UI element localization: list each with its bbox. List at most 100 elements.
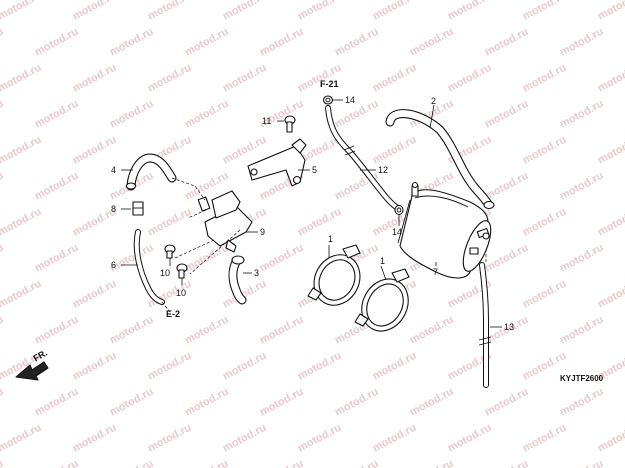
watermark-text: motod.ru bbox=[521, 206, 569, 239]
watermark-text: motod.ru bbox=[483, 242, 531, 275]
callout-12: 12 bbox=[378, 165, 388, 175]
watermark-text: motod.ru bbox=[558, 314, 606, 347]
watermark-text: motod.ru bbox=[558, 242, 606, 275]
watermark-text: motod.ru bbox=[146, 62, 194, 95]
watermark-text: motod.ru bbox=[446, 422, 494, 455]
watermark-text: motod.ru bbox=[0, 206, 44, 239]
watermark-text: motod.ru bbox=[258, 314, 306, 347]
callout-11: 11 bbox=[262, 116, 271, 126]
watermark-text: motod.ru bbox=[408, 458, 456, 468]
watermark-text: motod.ru bbox=[521, 62, 569, 95]
part-7-canister bbox=[397, 181, 492, 279]
watermark-text: motod.ru bbox=[521, 422, 569, 455]
watermark-text: motod.ru bbox=[558, 386, 606, 419]
watermark-text: motod.ru bbox=[0, 170, 6, 203]
callout-3: 3 bbox=[254, 268, 259, 278]
part-14-clip-lower bbox=[394, 204, 404, 226]
part-14-clip-upper bbox=[322, 95, 343, 105]
part-1-strap-right bbox=[354, 265, 410, 332]
watermark-text: motod.ru bbox=[108, 314, 156, 347]
watermark-text: motod.ru bbox=[0, 0, 44, 23]
watermark-text: motod.ru bbox=[221, 0, 269, 23]
callout-10b: 10 bbox=[176, 288, 186, 298]
watermark-text: motod.ru bbox=[371, 0, 419, 23]
watermark-text: motod.ru bbox=[108, 98, 156, 131]
part-13-hose bbox=[478, 254, 502, 388]
watermark-text: motod.ru bbox=[33, 170, 81, 203]
callout-6: 6 bbox=[111, 260, 116, 270]
watermark-text: motod.ru bbox=[71, 62, 119, 95]
watermark-text: motod.ru bbox=[596, 206, 625, 239]
labels: F-21 E-2 FR. KYJTF2600 1 1 2 3 4 5 6 7 8… bbox=[32, 79, 604, 383]
watermark-text: motod.ru bbox=[71, 422, 119, 455]
watermark-text: motod.ru bbox=[483, 26, 531, 59]
callout-5: 5 bbox=[312, 165, 317, 175]
watermark-text: motod.ru bbox=[146, 0, 194, 23]
callout-13: 13 bbox=[504, 322, 514, 332]
watermark-text: motod.ru bbox=[521, 134, 569, 167]
watermark-text: motod.ru bbox=[333, 98, 381, 131]
watermark-text: motod.ru bbox=[296, 422, 344, 455]
watermark-text: motod.ru bbox=[221, 350, 269, 383]
watermark-text: motod.ru bbox=[371, 422, 419, 455]
callout-10a: 10 bbox=[160, 268, 170, 278]
watermark-text: motod.ru bbox=[183, 26, 231, 59]
watermark-text: motod.ru bbox=[0, 314, 6, 347]
part-9-purge-valve bbox=[174, 190, 258, 275]
watermark-text: motod.ru bbox=[221, 422, 269, 455]
callout-2: 2 bbox=[431, 96, 436, 106]
watermark-text: motod.ru bbox=[521, 278, 569, 311]
watermark-text: motod.ru bbox=[71, 134, 119, 167]
watermark-text: motod.ru bbox=[146, 206, 194, 239]
part-1-strap-left bbox=[307, 244, 361, 306]
part-5-bracket bbox=[247, 138, 310, 187]
watermark-text: motod.ru bbox=[183, 242, 231, 275]
ref-f21[interactable]: F-21 bbox=[320, 79, 339, 89]
watermark-text: motod.ru bbox=[0, 134, 44, 167]
watermark-text: motod.ru bbox=[33, 242, 81, 275]
watermark-text: motod.ru bbox=[0, 242, 6, 275]
watermark-text: motod.ru bbox=[183, 98, 231, 131]
part-2-hose bbox=[385, 104, 495, 210]
watermark-text: motod.ru bbox=[596, 134, 625, 167]
ref-e2[interactable]: E-2 bbox=[166, 309, 180, 319]
watermark-text: motod.ru bbox=[0, 386, 6, 419]
watermark-text: motod.ru bbox=[108, 26, 156, 59]
watermark-text: motod.ru bbox=[33, 98, 81, 131]
callout-14a: 14 bbox=[345, 95, 355, 105]
part-6-hose bbox=[121, 229, 171, 313]
watermark-text: motod.ru bbox=[521, 0, 569, 23]
watermark-text: motod.ru bbox=[221, 278, 269, 311]
watermark-text: motod.ru bbox=[221, 62, 269, 95]
watermark-text: motod.ru bbox=[146, 350, 194, 383]
watermark-text: motod.ru bbox=[0, 98, 6, 131]
part-4-hose bbox=[121, 153, 206, 201]
watermark-text: motod.ru bbox=[0, 278, 44, 311]
callout-8: 8 bbox=[111, 204, 116, 214]
watermark-text: motod.ru bbox=[258, 458, 306, 468]
watermark-text: motod.ru bbox=[0, 26, 6, 59]
watermark-text: motod.ru bbox=[596, 278, 625, 311]
watermark-text: motod.ru bbox=[596, 62, 625, 95]
part-10-bolt-lower bbox=[176, 263, 188, 285]
watermark-text: motod.ru bbox=[558, 98, 606, 131]
front-arrow bbox=[15, 361, 49, 381]
watermark-text: motod.ru bbox=[558, 26, 606, 59]
watermark-text: motod.ru bbox=[33, 386, 81, 419]
watermark-text: motod.ru bbox=[146, 422, 194, 455]
watermark-text: motod.ru bbox=[408, 386, 456, 419]
watermark-text: motod.ru bbox=[596, 422, 625, 455]
callout-1a: 1 bbox=[328, 234, 333, 244]
watermark-text: motod.ru bbox=[483, 458, 531, 468]
watermark-text: motod.ru bbox=[333, 26, 381, 59]
watermark-text: motod.ru bbox=[183, 386, 231, 419]
watermark-text: motod.ru bbox=[483, 170, 531, 203]
callout-4: 4 bbox=[111, 165, 116, 175]
watermark-text: motod.ru bbox=[258, 26, 306, 59]
watermark-text: motod.ru bbox=[296, 206, 344, 239]
watermark-text: motod.ru bbox=[183, 458, 231, 468]
watermark-text: motod.ru bbox=[0, 458, 6, 468]
